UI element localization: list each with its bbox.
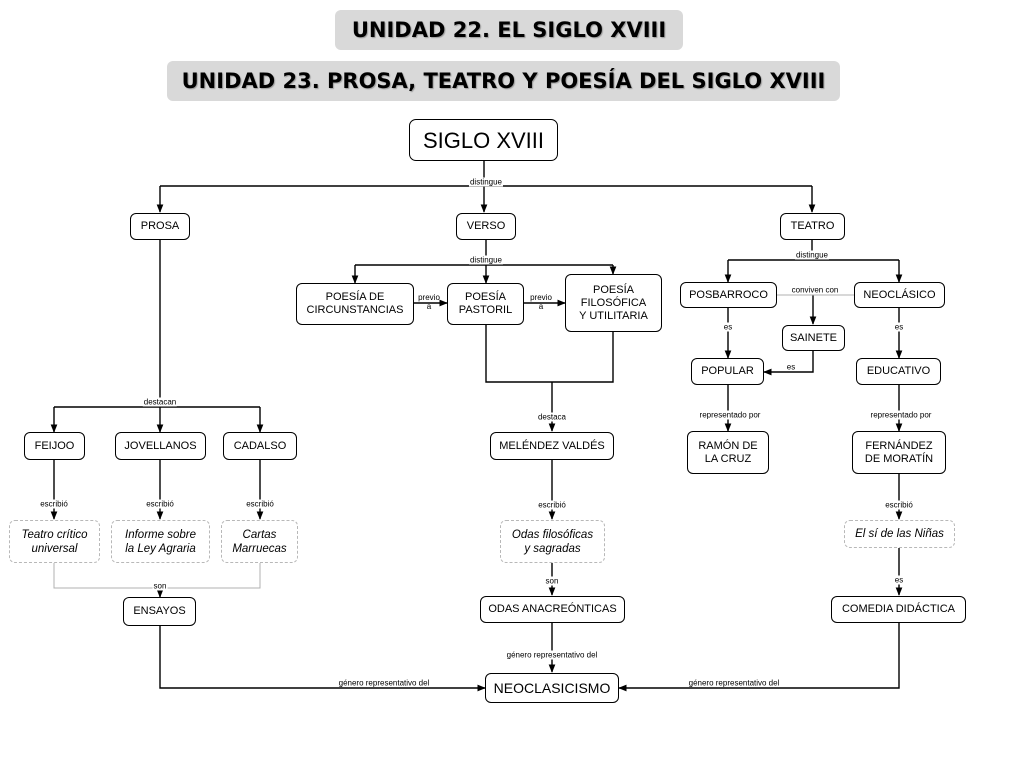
- label-escribio-feijoo: escribió: [39, 499, 69, 509]
- posbarroco-node: POSBARROCO: [680, 282, 777, 308]
- label-son-ensayos: son: [152, 581, 168, 591]
- el-si-de-las-ninas-work: El sí de las Niñas: [844, 520, 955, 548]
- label-escribio-jovellanos: escribió: [145, 499, 175, 509]
- label-es-comedia: es: [893, 575, 905, 585]
- ensayos-node: ENSAYOS: [123, 597, 196, 626]
- neoclasico-node: NEOCLÁSICO: [854, 282, 945, 308]
- ramon-de-la-cruz-node: RAMÓN DE LA CRUZ: [687, 431, 769, 474]
- label-previo-a-2: previo a: [530, 293, 552, 311]
- neoclasicismo-node: NEOCLASICISMO: [485, 673, 619, 703]
- label-genero-left: género representativo del: [338, 678, 430, 688]
- label-distingue-top: distingue: [468, 177, 504, 187]
- label-son-odas: son: [544, 576, 560, 586]
- label-distingue-verso: distingue: [468, 255, 504, 265]
- poesia-filosofica-node: POESÍA FILOSÓFICA Y UTILITARIA: [565, 274, 662, 332]
- teatro-node: TEATRO: [780, 213, 845, 240]
- comedia-didactica-node: COMEDIA DIDÁCTICA: [831, 596, 966, 623]
- feijoo-node: FEIJOO: [24, 432, 85, 460]
- verso-node: VERSO: [456, 213, 516, 240]
- label-escribio-moratin: escribió: [884, 500, 914, 510]
- label-destacan: destacan: [142, 397, 178, 407]
- popular-node: POPULAR: [691, 358, 764, 385]
- jovellanos-node: JOVELLANOS: [115, 432, 206, 460]
- educativo-node: EDUCATIVO: [856, 358, 941, 385]
- label-escribio-melendez: escribió: [537, 500, 567, 510]
- cartas-marruecas-work: Cartas Marruecas: [221, 520, 298, 563]
- odas-filosoficas-work: Odas filosóficas y sagradas: [500, 520, 605, 563]
- label-genero-center: género representativo del: [505, 650, 599, 660]
- moratin-node: FERNÁNDEZ DE MORATÍN: [852, 431, 946, 474]
- sainete-node: SAINETE: [782, 325, 845, 351]
- label-genero-right: género representativo del: [688, 678, 780, 688]
- unit-22-title: UNIDAD 22. EL SIGLO XVIII: [335, 10, 683, 50]
- unit-23-title: UNIDAD 23. PROSA, TEATRO Y POESÍA DEL SI…: [167, 61, 840, 101]
- odas-anacreonticas-node: ODAS ANACREÓNTICAS: [480, 596, 625, 623]
- label-destaca: destaca: [536, 412, 568, 422]
- label-conviven-con: conviven con: [790, 285, 840, 295]
- label-representado-1: representado por: [698, 410, 762, 420]
- poesia-circunstancias-node: POESÍA DE CIRCUNSTANCIAS: [296, 283, 414, 325]
- prosa-node: PROSA: [130, 213, 190, 240]
- label-previo-a-1: previo a: [418, 293, 440, 311]
- label-representado-2: representado por: [869, 410, 933, 420]
- informe-ley-agraria-work: Informe sobre la Ley Agraria: [111, 520, 210, 563]
- label-distingue-teatro: distingue: [794, 250, 830, 260]
- poesia-pastoril-node: POESÍA PASTORIL: [447, 283, 524, 325]
- siglo-xviii-node: SIGLO XVIII: [409, 119, 558, 161]
- label-es-posbarroco: es: [722, 322, 734, 332]
- cadalso-node: CADALSO: [223, 432, 297, 460]
- label-es-sainete: es: [786, 362, 796, 372]
- label-escribio-cadalso: escribió: [245, 499, 275, 509]
- teatro-critico-work: Teatro crítico universal: [9, 520, 100, 563]
- melendez-valdes-node: MELÉNDEZ VALDÉS: [490, 432, 614, 460]
- label-es-neoclasico: es: [893, 322, 905, 332]
